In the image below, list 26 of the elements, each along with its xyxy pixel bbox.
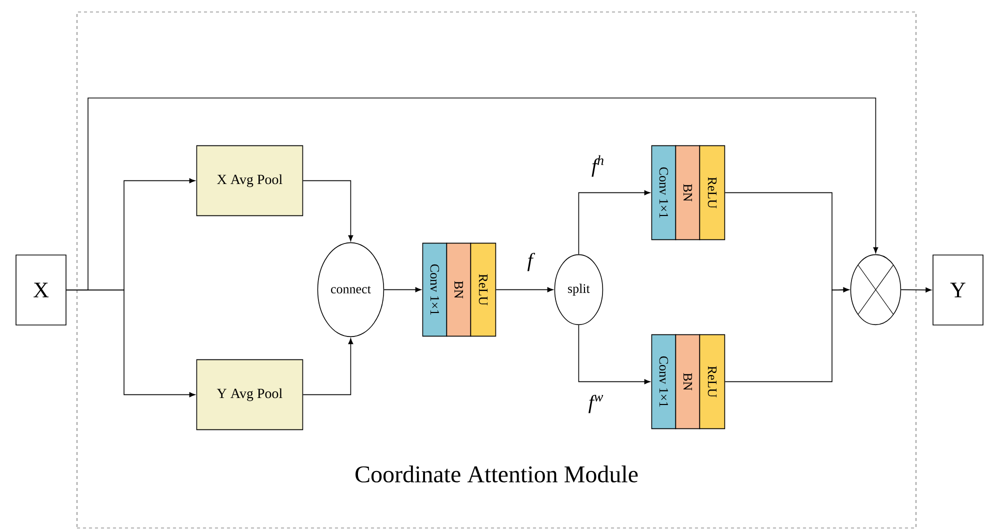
arrow xyxy=(578,324,650,384)
edge-label: f$^{h}$ xyxy=(590,154,606,178)
arrow xyxy=(578,190,650,255)
bn-strip: BN xyxy=(446,242,472,337)
arrow xyxy=(724,287,850,382)
pool-box: Y Avg Pool xyxy=(196,359,304,430)
pool-box: X Avg Pool xyxy=(196,145,304,216)
arrow xyxy=(384,287,422,292)
output-box: Y xyxy=(932,254,984,326)
conv-strip: Conv 1×1 xyxy=(422,242,448,337)
arrow xyxy=(900,288,932,292)
arrow xyxy=(302,338,354,396)
arrow xyxy=(496,287,554,292)
edge-label: f xyxy=(526,252,536,272)
relu-strip: ReLU xyxy=(699,334,726,430)
conv-strip: Conv 1×1 xyxy=(651,334,676,430)
edge-label: f$^{w}$ xyxy=(587,394,605,414)
conv-strip: Conv 1×1 xyxy=(651,145,676,240)
relu-strip: ReLU xyxy=(470,242,496,337)
arrow xyxy=(66,98,878,290)
arrow xyxy=(302,180,354,242)
multiply-circle xyxy=(850,254,902,326)
bn-strip: BN xyxy=(675,334,700,430)
relu-strip: ReLU xyxy=(699,145,726,240)
input-box: X xyxy=(16,254,66,326)
bn-strip: BN xyxy=(675,145,700,240)
